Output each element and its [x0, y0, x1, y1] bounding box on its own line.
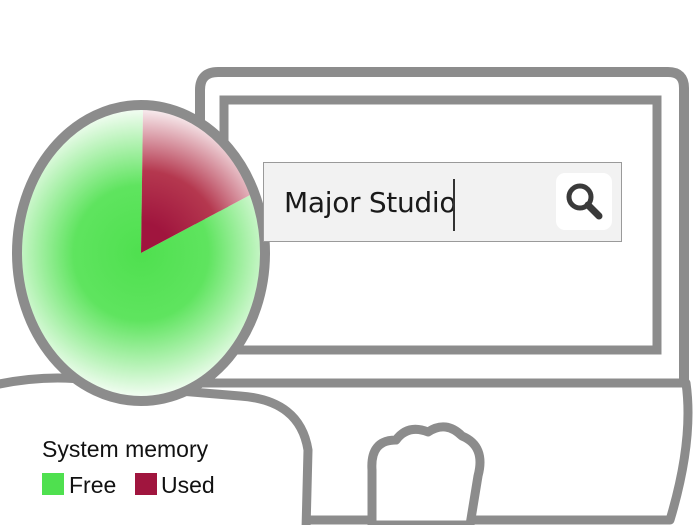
search-bar[interactable]: Major Studio — [263, 162, 622, 242]
legend-label-free: Free — [69, 472, 117, 498]
person-hand — [367, 422, 485, 525]
magnifier-icon — [566, 183, 603, 220]
search-input[interactable]: Major Studio — [284, 186, 457, 219]
legend-swatch-used — [135, 473, 157, 495]
chart-legend: System memory Free Used — [42, 436, 215, 498]
legend-label-used: Used — [161, 472, 215, 498]
search-button[interactable] — [556, 173, 612, 230]
legend-swatch-free — [42, 473, 64, 495]
chart-title: System memory — [42, 436, 209, 462]
legend-entries: Free Used — [42, 472, 215, 498]
text-caret — [453, 179, 455, 231]
person-body — [0, 373, 313, 525]
person-head — [12, 100, 270, 406]
